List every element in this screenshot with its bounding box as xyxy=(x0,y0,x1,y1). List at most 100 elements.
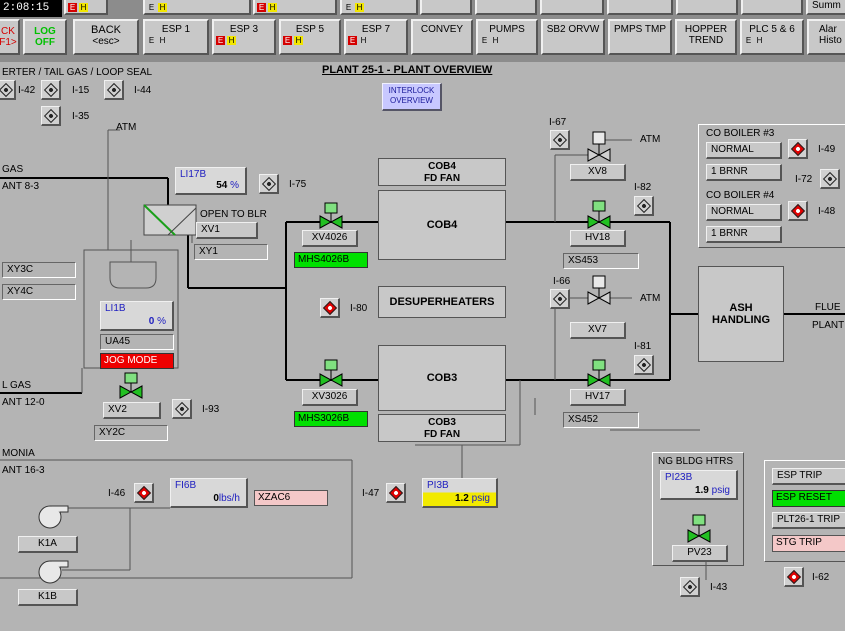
interlock-i62[interactable] xyxy=(784,567,804,587)
esp-trip-button[interactable]: ESP TRIP xyxy=(772,468,845,485)
hv17-button[interactable]: HV17 xyxy=(570,389,626,406)
mhs3026b-indicator[interactable]: MHS3026B xyxy=(294,411,368,427)
li17b-meter[interactable]: LI17B 54 % xyxy=(175,167,247,195)
desuperheaters[interactable]: DESUPERHEATERS xyxy=(378,286,506,318)
xv2-button[interactable]: XV2 xyxy=(103,402,161,419)
interlock-i48[interactable] xyxy=(788,201,808,221)
interlock-i49[interactable] xyxy=(788,139,808,159)
interlock-i15-label: I-15 xyxy=(72,85,90,96)
xy2c-field: XY2C xyxy=(94,425,168,441)
interlock-i44[interactable] xyxy=(104,80,124,100)
interlock-i67[interactable] xyxy=(550,130,570,150)
pv23-button[interactable]: PV23 xyxy=(672,545,728,562)
atm-label-1: ATM xyxy=(116,122,137,133)
interlock-i75[interactable] xyxy=(259,174,279,194)
xv8-button[interactable]: XV8 xyxy=(570,164,626,181)
interlock-i42[interactable] xyxy=(0,80,16,100)
interlock-i66-label: I-66 xyxy=(553,276,571,287)
co-boiler-3-status[interactable]: NORMAL xyxy=(706,142,782,159)
interlock-i93[interactable] xyxy=(172,399,192,419)
esp-reset-button[interactable]: ESP RESET xyxy=(772,490,845,507)
interlock-i35-label: I-35 xyxy=(72,111,90,122)
interlock-i43-label: I-43 xyxy=(710,582,728,593)
top-row-button-7[interactable] xyxy=(540,0,604,15)
ng-bldg-htrs-panel xyxy=(652,452,744,566)
hv18-button[interactable]: HV18 xyxy=(570,230,626,247)
back-button[interactable]: BACK<esc> xyxy=(73,19,139,55)
co-boiler-4-status[interactable]: NORMAL xyxy=(706,204,782,221)
interlock-i35[interactable] xyxy=(41,106,61,126)
interlock-i81[interactable] xyxy=(634,355,654,375)
pi3b-meter[interactable]: PI3B 1.2 psig xyxy=(422,478,498,508)
jog-mode-indicator[interactable]: JOG MODE xyxy=(100,353,174,369)
interlock-i46-label: I-46 xyxy=(108,488,126,499)
li1b-meter[interactable]: LI1B 0 % xyxy=(100,301,174,331)
interlock-i66[interactable] xyxy=(550,289,570,309)
top-row-button-5[interactable] xyxy=(420,0,472,15)
k1a-button[interactable]: K1A xyxy=(18,536,78,553)
cob4-boiler[interactable]: COB4 xyxy=(378,190,506,260)
co-boiler-3-burner[interactable]: 1 BRNR xyxy=(706,164,782,181)
interlock-i44-label: I-44 xyxy=(134,85,152,96)
trip-panel xyxy=(764,460,845,562)
interlock-i15[interactable] xyxy=(41,80,61,100)
co-boiler-4-burner[interactable]: 1 BRNR xyxy=(706,226,782,243)
cob3-boiler[interactable]: COB3 xyxy=(378,345,506,411)
open-to-blr-label: OPEN TO BLR xyxy=(200,209,267,220)
top-row-button-9[interactable] xyxy=(676,0,738,15)
interlock-i43[interactable] xyxy=(680,577,700,597)
fi6b-meter[interactable]: FI6B 0lbs/h xyxy=(170,478,248,508)
xv4026-button[interactable]: XV4026 xyxy=(302,230,358,247)
ant-12-0-label: ANT 12-0 xyxy=(2,397,45,408)
sb2-orvw-button[interactable]: SB2 ORVW xyxy=(541,19,605,55)
ant-8-3-label: ANT 8-3 xyxy=(2,181,40,192)
plt26-1-trip-button[interactable]: PLT26-1 TRIP xyxy=(772,512,845,529)
plant-label: PLANT xyxy=(812,320,845,331)
summary-button[interactable]: Summ xyxy=(806,0,845,15)
pi23b-meter[interactable]: PI23B 1.9 psig xyxy=(660,470,738,500)
converter-label: ERTER / TAIL GAS / LOOP SEAL xyxy=(2,67,153,78)
top-row-button-6[interactable] xyxy=(475,0,537,15)
interlock-i47[interactable] xyxy=(386,483,406,503)
convey-button[interactable]: CONVEY xyxy=(411,19,473,55)
k1b-button[interactable]: K1B xyxy=(18,589,78,606)
pmps-tmp-button[interactable]: PMPS TMP xyxy=(608,19,672,55)
top-row-button-8[interactable] xyxy=(607,0,673,15)
interlock-i82[interactable] xyxy=(634,196,654,216)
top-row-button-10[interactable] xyxy=(741,0,803,15)
interlock-i72-label: I-72 xyxy=(795,174,813,185)
xv3026-button[interactable]: XV3026 xyxy=(302,389,358,406)
interlock-i80-label: I-80 xyxy=(350,303,368,314)
stg-trip-indicator[interactable]: STG TRIP xyxy=(772,535,845,552)
atm-label-3: ATM xyxy=(640,293,661,304)
xv7-button[interactable]: XV7 xyxy=(570,322,626,339)
heat-exchanger-shape xyxy=(143,204,197,236)
interlock-i80[interactable] xyxy=(320,298,340,318)
interlock-i72[interactable] xyxy=(820,169,840,189)
xv1-button[interactable]: XV1 xyxy=(196,222,258,239)
mhs4026b-indicator[interactable]: MHS4026B xyxy=(294,252,368,268)
xzac6-field[interactable]: XZAC6 xyxy=(254,490,328,506)
clock-readout: 2:08:15 PM xyxy=(0,0,62,31)
l-gas-label: L GAS xyxy=(2,380,32,391)
interlock-i46[interactable] xyxy=(134,483,154,503)
